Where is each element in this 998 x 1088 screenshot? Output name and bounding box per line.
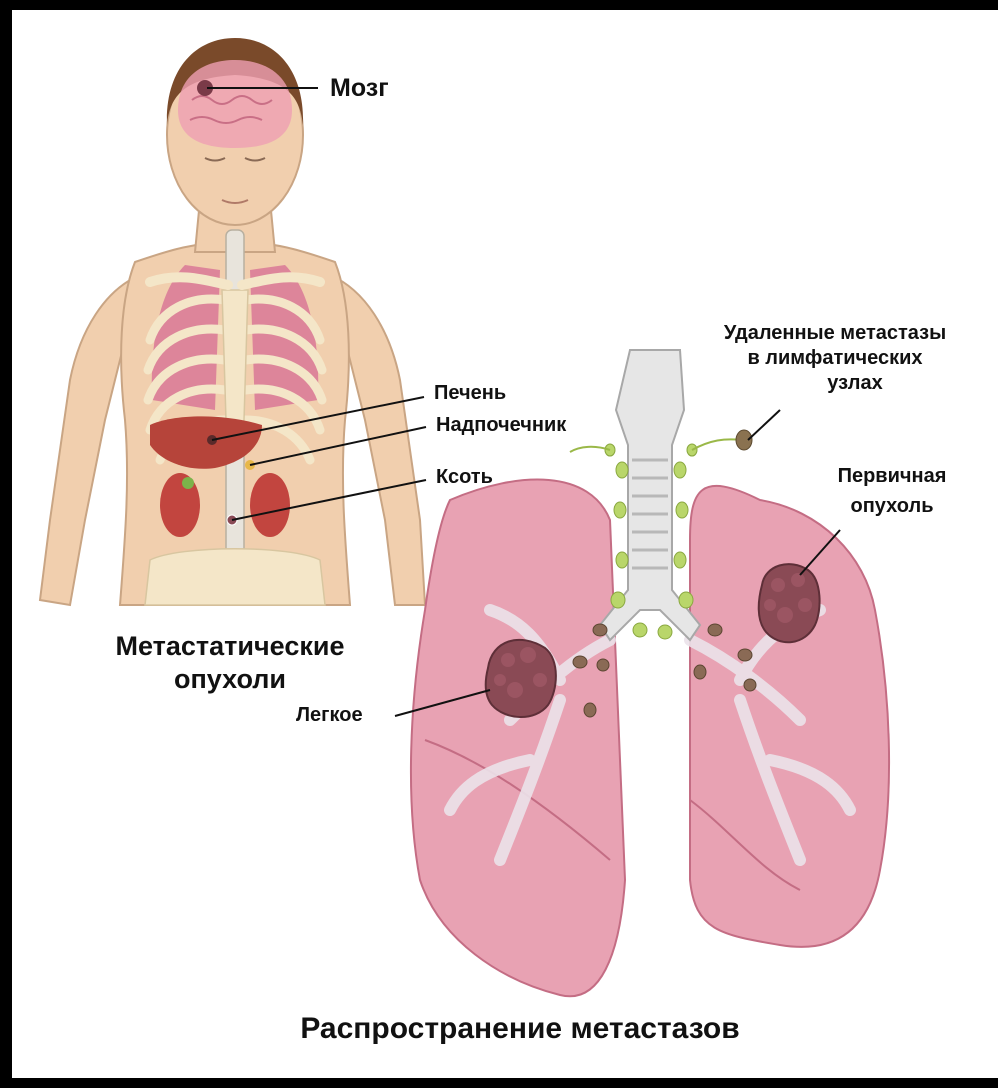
lungs-illustration: [411, 350, 889, 996]
label-bone: Ксоть: [436, 466, 493, 488]
label-metastatic-line1: Метастатические: [70, 630, 390, 663]
label-metastatic-line2: опухоли: [70, 663, 390, 696]
label-primary-line1: Первичная: [812, 465, 972, 487]
label-liver: Печень: [434, 382, 506, 404]
label-metastatic-tumors: Метастатические опухоли: [70, 630, 390, 696]
label-distant-lymph-line3: узлах: [720, 372, 990, 394]
caption-metastasis-spread: Распространение метастазов: [200, 1012, 840, 1046]
label-primary-tumor: Первичная опухоль: [812, 465, 972, 517]
label-lung: Легкое: [296, 704, 363, 726]
label-primary-line2: опухоль: [812, 495, 972, 517]
label-distant-lymph-line2: в лимфатических: [680, 347, 990, 369]
label-distant-lymph-metastases: Удаленные метастазы в лимфатических узла…: [680, 322, 990, 394]
label-adrenal: Надпочечник: [436, 414, 566, 436]
label-brain: Мозг: [330, 74, 389, 102]
label-distant-lymph-line1: Удаленные метастазы: [680, 322, 990, 344]
